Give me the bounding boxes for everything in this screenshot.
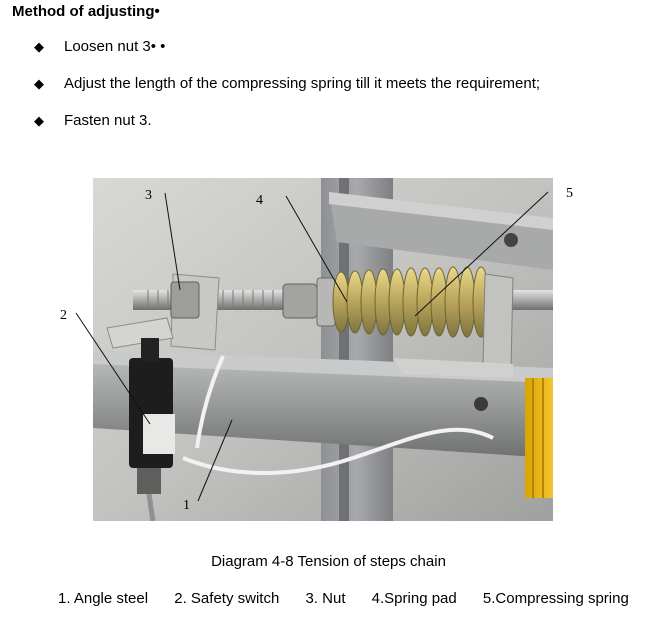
diamond-bullet-icon: ◆ <box>34 39 44 54</box>
step-item: ◆ Fasten nut 3. <box>34 112 540 149</box>
legend-item: 2. Safety switch <box>174 590 280 607</box>
figure-caption: Diagram 4-8 Tension of steps chain <box>211 553 446 570</box>
legend-item: 5.Compressing spring <box>482 590 629 607</box>
callout-label-1: 1 <box>183 498 190 513</box>
legend-item: 4.Spring pad <box>371 590 457 607</box>
callout-label-3: 3 <box>145 188 152 203</box>
diamond-bullet-icon: ◆ <box>34 76 44 91</box>
legend-item: 1. Angle steel <box>58 590 149 607</box>
legend-item: 3. Nut <box>305 590 346 607</box>
diamond-bullet-icon: ◆ <box>34 113 44 128</box>
step-text: Fasten nut 3. <box>64 112 152 129</box>
steps-list: ◆ Loosen nut 3• • ◆ Adjust the length of… <box>34 38 540 149</box>
figure-legend: 1. Angle steel 2. Safety switch 3. Nut 4… <box>58 590 629 607</box>
callout-label-2: 2 <box>60 308 67 323</box>
step-item: ◆ Adjust the length of the compressing s… <box>34 75 540 112</box>
step-text: Loosen nut 3• • <box>64 38 166 55</box>
section-heading: Method of adjusting• <box>12 3 160 20</box>
callout-label-4: 4 <box>256 193 263 208</box>
tension-device-photo <box>93 178 553 521</box>
callout-label-5: 5 <box>566 186 573 201</box>
step-text: Adjust the length of the compressing spr… <box>64 75 541 92</box>
step-item: ◆ Loosen nut 3• • <box>34 38 540 75</box>
